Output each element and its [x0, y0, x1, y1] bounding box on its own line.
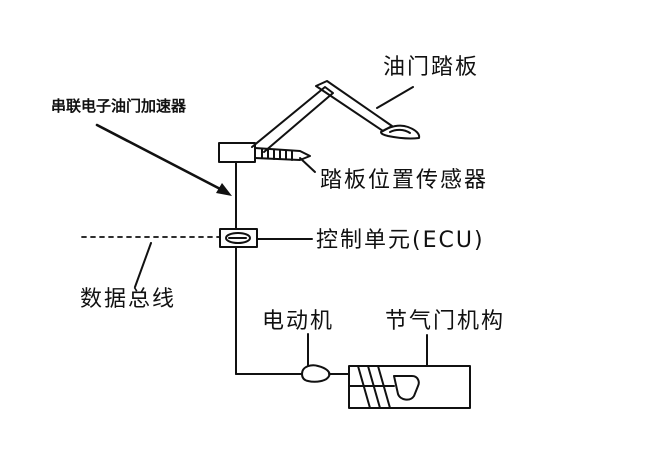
leader-sensor — [299, 157, 316, 173]
label-throttle-mechanism: 节气门机构 — [385, 309, 506, 334]
pedal-arm — [251, 80, 393, 153]
label-control-unit: 控制单元(ECU) — [316, 228, 485, 253]
label-accelerator-pedal: 油门踏板 — [383, 55, 480, 80]
label-serial-accelerator: 串联电子油门加速器 — [51, 97, 187, 115]
label-pedal-position-sensor: 踏板位置传感器 — [320, 168, 489, 193]
pedal-plate — [380, 124, 421, 140]
ecu-box — [219, 228, 258, 248]
serial-accelerator-arrow — [95, 123, 232, 196]
label-motor: 电动机 — [262, 309, 335, 334]
leader-pedal — [376, 86, 414, 109]
label-data-bus: 数据总线 — [80, 287, 177, 312]
motor-shape — [301, 364, 331, 383]
throttle-body — [328, 365, 471, 409]
leader-bus — [134, 242, 152, 288]
